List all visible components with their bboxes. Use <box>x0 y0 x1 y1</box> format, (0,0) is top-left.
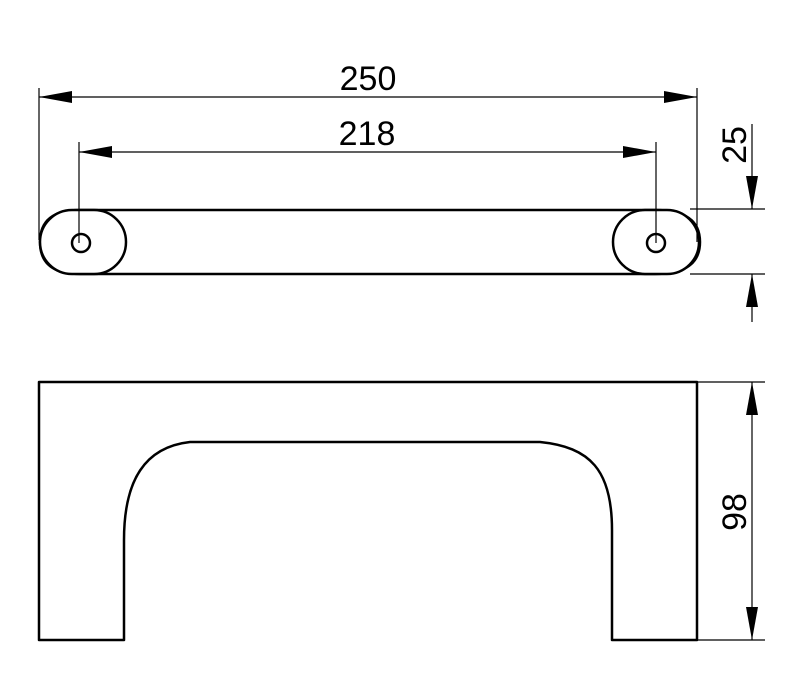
arrowhead-right-250 <box>664 91 697 103</box>
left-mounting-hole <box>70 232 92 254</box>
dimension-height: 98 <box>697 381 765 641</box>
arrowhead-bottom-98 <box>746 607 758 640</box>
front-view <box>37 380 699 642</box>
dimension-overall-length: 250 <box>38 60 698 242</box>
arrowhead-right-218 <box>623 146 656 158</box>
dimension-label-218: 218 <box>339 115 396 153</box>
arrowhead-bottom-25 <box>746 274 758 307</box>
dimension-depth: 25 <box>690 124 765 322</box>
arrowhead-left-250 <box>39 91 72 103</box>
dimension-hole-spacing: 218 <box>78 115 657 243</box>
dimension-label-25: 25 <box>716 126 754 164</box>
arrowhead-left-218 <box>79 146 112 158</box>
bar-body-top <box>38 208 702 276</box>
arrowhead-top-25 <box>746 176 758 209</box>
dimension-label-250: 250 <box>340 60 397 98</box>
dimension-label-98: 98 <box>716 493 754 531</box>
arrowhead-top-98 <box>746 382 758 415</box>
top-view <box>38 208 702 276</box>
handle-profile-front <box>37 380 699 642</box>
